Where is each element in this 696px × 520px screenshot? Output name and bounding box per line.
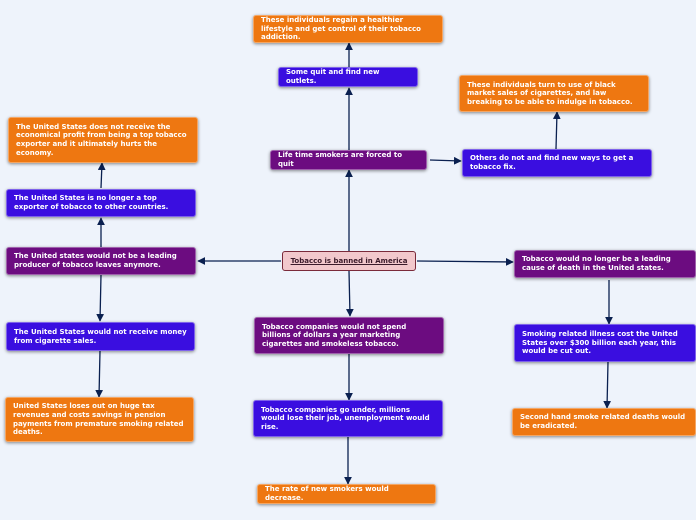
node-second-hand-smoke[interactable]: Second hand smoke related deaths would b…: [512, 408, 696, 436]
connector-producer-nomoney: [96, 274, 105, 322]
node-illness-cost[interactable]: Smoking related illness cost the United …: [514, 324, 696, 362]
connector-others-blackmarket: [552, 111, 561, 150]
node-not-leading-producer[interactable]: The United states would not be a leading…: [6, 247, 196, 275]
connector-lifetime-others: [429, 156, 462, 165]
node-economical-profit[interactable]: The United States does not receive the e…: [8, 117, 198, 163]
connector-illness-secondhand: [603, 361, 612, 409]
node-others-new-ways[interactable]: Others do not and find new ways to get a…: [462, 149, 652, 177]
node-healthier-lifestyle[interactable]: These individuals regain a healthier lif…: [253, 15, 443, 43]
node-lifetime-smokers[interactable]: Life time smokers are forced to quit: [270, 150, 427, 170]
node-some-quit[interactable]: Some quit and find new outlets.: [278, 67, 418, 87]
node-black-market[interactable]: These individuals turn to use of black m…: [459, 75, 649, 112]
connector-nomoney-revenue: [95, 350, 104, 398]
node-no-cigarette-money[interactable]: The United States would not receive mone…: [6, 322, 195, 351]
node-not-top-exporter[interactable]: The United States is no longer a top exp…: [6, 189, 196, 217]
node-no-marketing-spend[interactable]: Tobacco companies would not spend billio…: [254, 317, 444, 354]
node-no-leading-cause[interactable]: Tobacco would no longer be a leading cau…: [514, 250, 696, 278]
connector-root-nospend: [345, 270, 354, 317]
node-rate-decrease[interactable]: The rate of new smokers would decrease.: [257, 484, 436, 504]
connector-nottop-economical: [97, 162, 106, 189]
node-loses-tax-revenue[interactable]: United States loses out on huge tax reve…: [5, 397, 194, 442]
node-companies-go-under[interactable]: Tobacco companies go under, millions wou…: [253, 400, 443, 437]
connector-root-leadingcause: [416, 258, 514, 266]
root-topic[interactable]: Tobacco is banned in America: [282, 251, 416, 271]
